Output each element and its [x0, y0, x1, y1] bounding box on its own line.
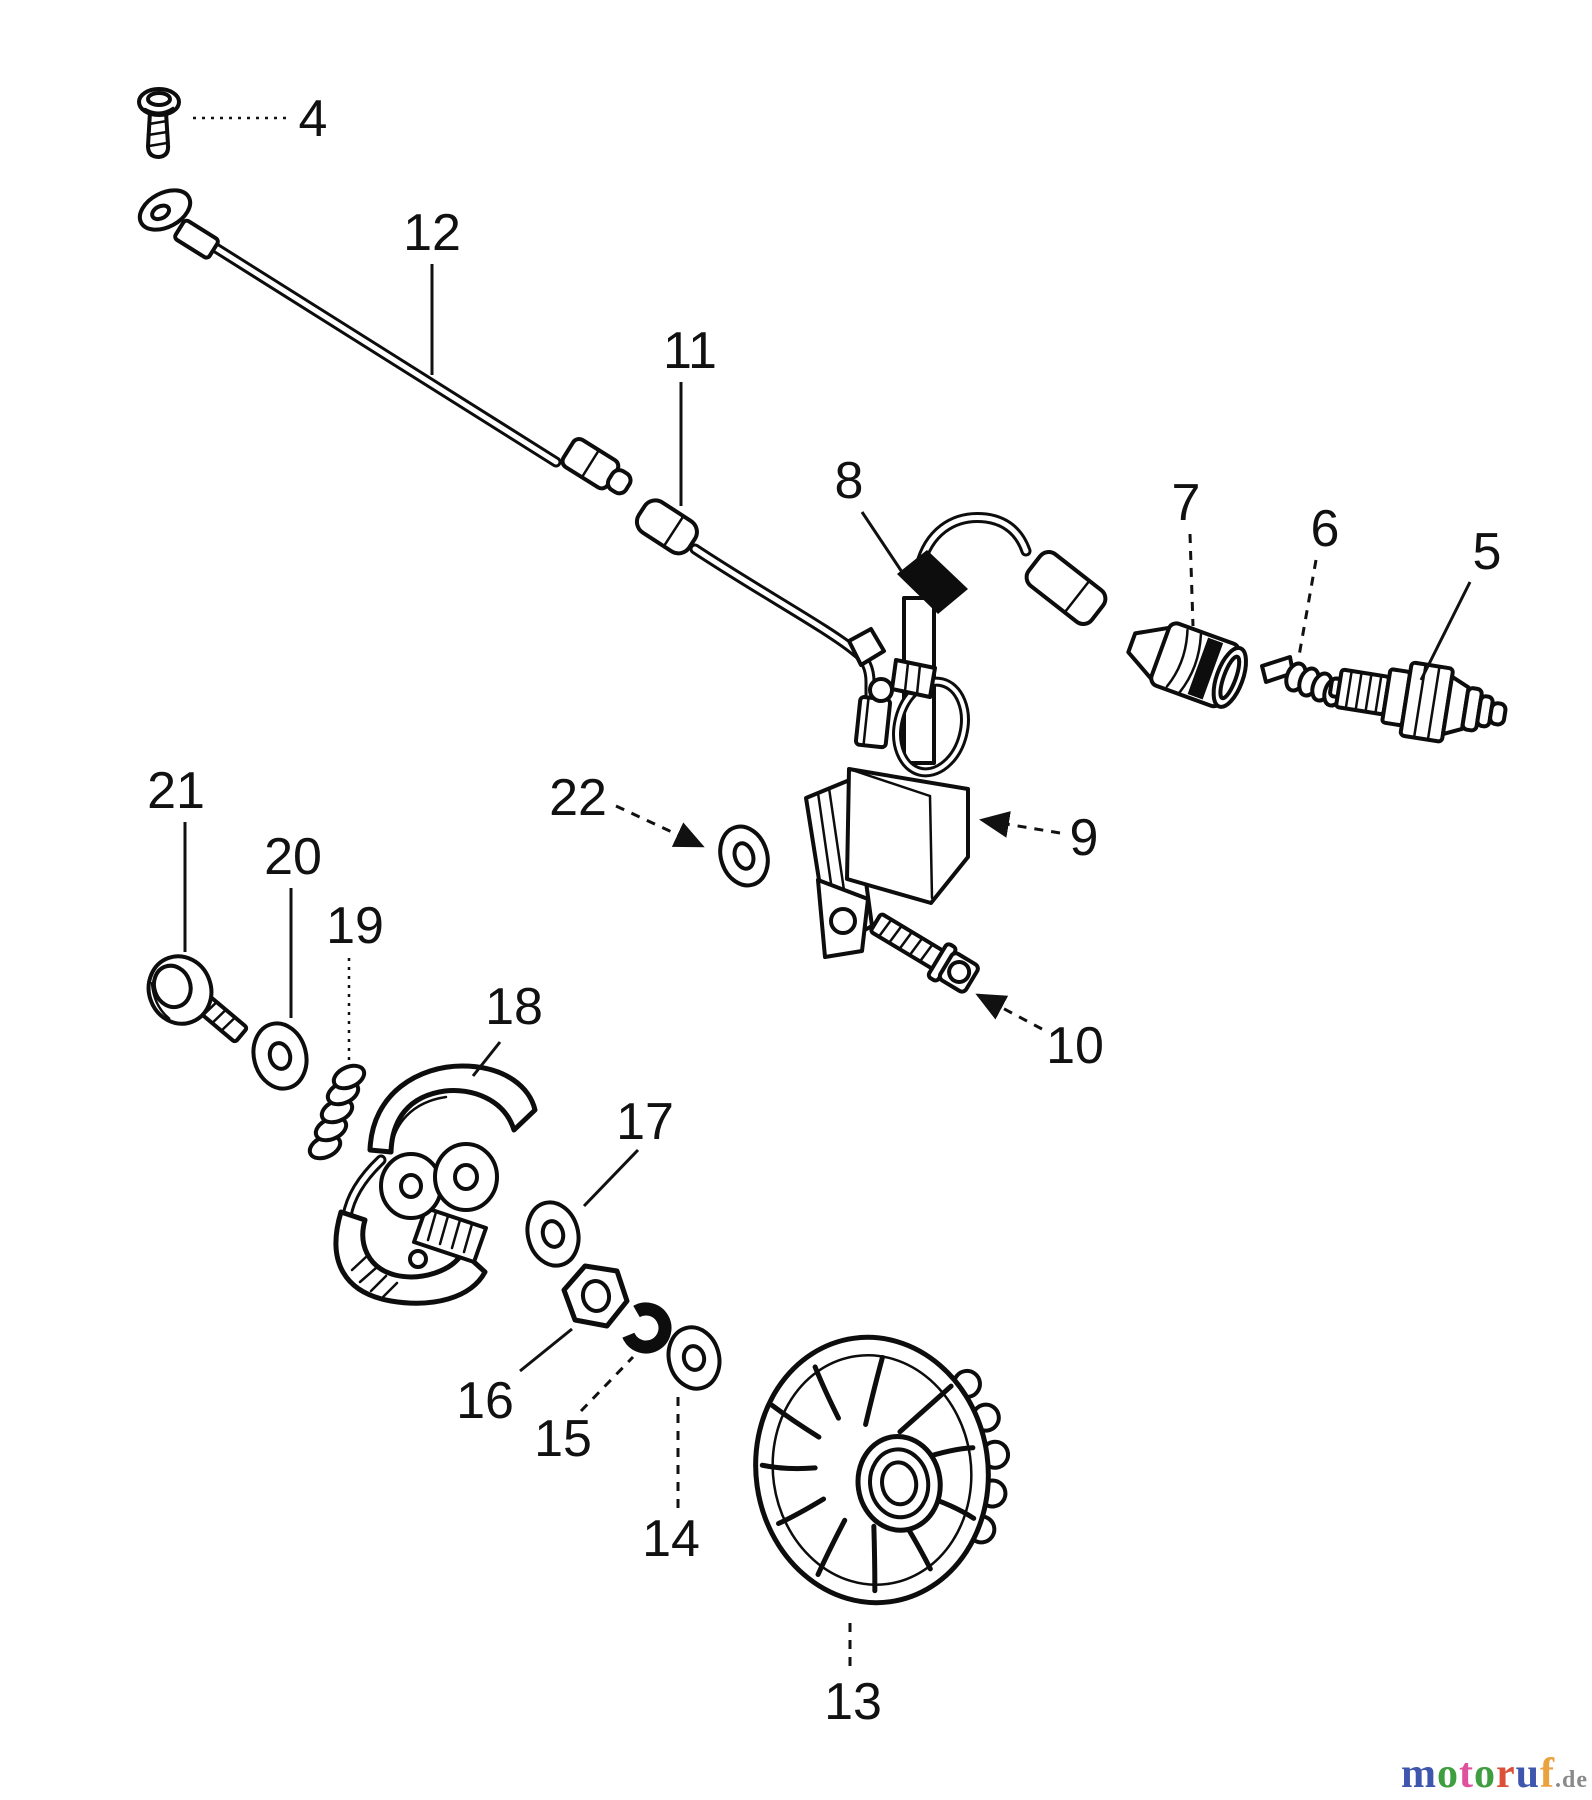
- motoruf-logo[interactable]: motoruf.de: [1401, 1750, 1588, 1798]
- callout-7: 7: [1172, 474, 1201, 627]
- part-number-label-7: 7: [1172, 474, 1201, 532]
- part-number-label-12: 12: [403, 204, 461, 262]
- callout-21: 21: [147, 762, 205, 952]
- part-number-label-15: 15: [534, 1410, 592, 1468]
- part-number-label-11: 11: [663, 322, 717, 380]
- part-11-switch-lead-drawing: [634, 498, 893, 750]
- part-drawings: [137, 87, 1508, 1606]
- logo-letter: o: [1473, 1751, 1496, 1797]
- part-17-washer-drawing: [525, 1200, 581, 1268]
- part-number-label-14: 14: [642, 1510, 700, 1568]
- part-13-flywheel-drawing: [753, 1334, 1011, 1606]
- leader-line-5: [1419, 581, 1472, 681]
- part-number-label-17: 17: [616, 1093, 674, 1151]
- part-4-screw-drawing: [137, 87, 181, 159]
- part-21-clutch-bolt-drawing: [146, 954, 249, 1044]
- part-number-label-9: 9: [1070, 809, 1099, 867]
- part-number-label-19: 19: [326, 897, 384, 955]
- logo-letter: u: [1515, 1751, 1540, 1797]
- leader-line-8: [860, 511, 904, 573]
- leader-line-18: [471, 1041, 502, 1077]
- ignition-lead-loop-drawing: [892, 676, 970, 778]
- callout-20: 20: [264, 828, 322, 1018]
- part-number-label-8: 8: [835, 452, 864, 510]
- callout-18: 18: [471, 978, 543, 1077]
- callout-22: 22: [549, 769, 705, 848]
- callout-9: 9: [979, 809, 1099, 867]
- part-5-spark-plug-drawing: [1328, 660, 1508, 744]
- part-18-clutch-assembly-drawing: [333, 1063, 538, 1306]
- callout-6: 6: [1297, 500, 1340, 657]
- part-16-flange-nut-drawing: [561, 1263, 630, 1329]
- leader-line-6: [1297, 559, 1318, 657]
- leader-line-7: [1188, 533, 1195, 627]
- leader-line-9: [979, 811, 1061, 838]
- part-number-label-4: 4: [299, 90, 328, 148]
- callout-13: 13: [824, 1616, 882, 1731]
- logo-letter: r: [1495, 1751, 1516, 1797]
- logo-letter: o: [1436, 1751, 1459, 1797]
- motoruf-logo-letters: motoruf: [1401, 1751, 1555, 1797]
- callout-16: 16: [456, 1327, 573, 1430]
- part-number-label-18: 18: [485, 978, 543, 1036]
- callout-11: 11: [663, 322, 717, 506]
- motoruf-logo-suffix: .de: [1555, 1767, 1588, 1793]
- callout-12: 12: [403, 204, 461, 375]
- leader-line-15: [579, 1355, 635, 1413]
- logo-letter: f: [1540, 1751, 1555, 1797]
- logo-letter: t: [1458, 1751, 1474, 1797]
- part-22-grommet-drawing: [718, 824, 770, 888]
- callout-8: 8: [835, 452, 904, 573]
- callout-19: 19: [326, 897, 384, 1062]
- callout-5: 5: [1419, 523, 1502, 681]
- callout-4: 4: [192, 90, 327, 148]
- part-8-spark-plug-lead-drawing: [897, 512, 1108, 765]
- leader-line-17: [582, 1148, 640, 1208]
- callout-14: 14: [642, 1396, 700, 1568]
- part-number-label-22: 22: [549, 769, 607, 827]
- part-number-label-6: 6: [1311, 500, 1340, 558]
- part-15-circlip-drawing: [620, 1302, 672, 1354]
- logo-letter: m: [1400, 1751, 1437, 1797]
- callout-15: 15: [534, 1355, 635, 1468]
- leader-line-10: [975, 993, 1043, 1031]
- part-number-label-5: 5: [1473, 523, 1502, 581]
- leader-line-16: [519, 1327, 573, 1373]
- part-7-plug-cap-drawing: [1126, 621, 1248, 709]
- part-number-label-13: 13: [824, 1673, 882, 1731]
- callout-10: 10: [975, 993, 1104, 1075]
- part-14-washer-drawing: [666, 1325, 722, 1391]
- leader-line-22: [615, 804, 705, 848]
- part-number-label-21: 21: [147, 762, 205, 820]
- callout-17: 17: [582, 1093, 674, 1208]
- part-number-label-16: 16: [456, 1372, 514, 1430]
- part-10-coil-bolt-drawing: [869, 912, 980, 994]
- part-19-clutch-spring-drawing: [307, 1063, 367, 1161]
- part-number-label-10: 10: [1046, 1017, 1104, 1075]
- part-12-ground-lead-drawing: [137, 188, 633, 496]
- part-20-washer-drawing: [251, 1021, 309, 1091]
- part-number-label-20: 20: [264, 828, 322, 886]
